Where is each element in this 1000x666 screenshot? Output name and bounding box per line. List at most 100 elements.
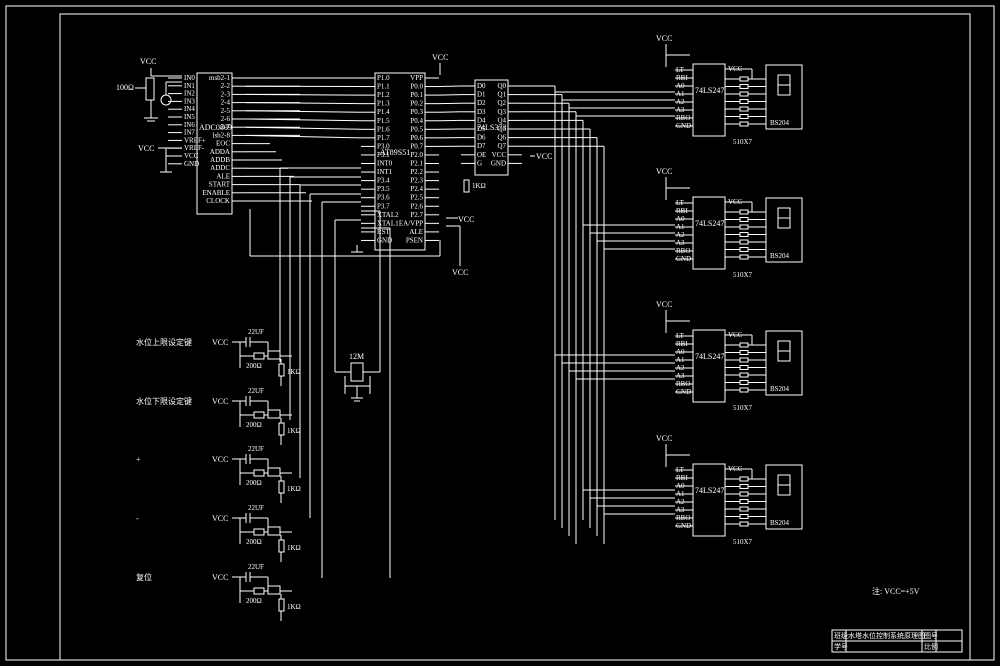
adc-pin-label: IN4 <box>184 105 195 113</box>
latch-pin-label: G <box>477 159 482 167</box>
adc-pin-label: IN2 <box>184 90 195 98</box>
mcu-pin-label: VPP <box>410 74 423 82</box>
latch-pin-label: Q1 <box>497 91 506 99</box>
seven-segment-display <box>765 464 803 530</box>
vcc-note: 注: VCC=+5V <box>872 586 920 596</box>
mcu-pin-label: P1.2 <box>377 91 390 99</box>
decoder-pin-label: A0 <box>676 482 685 490</box>
decoder-pin-label: A2 <box>676 498 685 506</box>
mcu-pin-label: P3.7 <box>377 202 390 210</box>
decoder-label: 74LS247 <box>695 352 724 361</box>
res-array-label: 510X7 <box>733 138 753 146</box>
push-button <box>267 526 281 536</box>
mcu-pin-label: P1.3 <box>377 100 390 108</box>
display-label: BS204 <box>770 252 790 260</box>
adc-pin-label: ADDC <box>210 164 230 172</box>
decoder-pin-label: A2 <box>676 98 685 106</box>
mcu-pin-label: INT0 <box>377 160 393 168</box>
mcu-pin-label: GND <box>377 236 392 244</box>
mcu-pin-label: PSEN <box>406 236 423 244</box>
button-label: 水位上限设定键 <box>136 337 192 347</box>
cap-label: 22UF <box>248 504 264 512</box>
mcu-pin-label: P2.1 <box>410 160 423 168</box>
potentiometer <box>145 77 155 101</box>
svg-text:比例: 比例 <box>924 642 938 651</box>
display-label: BS204 <box>770 519 790 527</box>
mcu-pin-label: P0.5 <box>410 125 423 133</box>
mcu-pin-label: P2.6 <box>410 202 423 210</box>
decoder-pin-label: A1 <box>676 490 685 498</box>
resistor-1k <box>278 539 285 553</box>
res-label: 1KΩ <box>287 544 301 552</box>
resistor-200 <box>253 411 265 419</box>
adc-pin-label: IN1 <box>184 82 195 90</box>
cap-label: 22UF <box>248 445 264 453</box>
decoder-pin-label: RBI <box>676 474 688 482</box>
mcu-pin-label: P0.6 <box>410 134 423 142</box>
res-label: 200Ω <box>246 597 262 605</box>
mcu-pin-label: P2.5 <box>410 194 423 202</box>
latch-pin-label: D1 <box>477 91 486 99</box>
mcu-pin-label: XTAL2 <box>377 211 399 219</box>
svg-text:班级: 班级 <box>834 631 848 640</box>
svg-text:图号: 图号 <box>924 632 938 640</box>
button-row: + VCC 22UF 200Ω 1KΩ <box>136 445 301 503</box>
cap-label: 22UF <box>248 563 264 571</box>
latch-chip-label: 74LS373 <box>477 123 506 132</box>
mcu-pin-label: P2.4 <box>410 185 423 193</box>
latch-pin-label: Q3 <box>497 108 506 116</box>
adc-pin-label: 2-7 <box>221 123 231 131</box>
mcu-pin-label: ALE <box>409 228 423 236</box>
mcu-pin-label: P0.4 <box>410 117 423 125</box>
mcu-pin-label: P2.2 <box>410 168 423 176</box>
mcu-pin-label: P3.6 <box>377 194 390 202</box>
latch-pin-label: Q5 <box>497 125 506 133</box>
mcu-pin-label: RST <box>377 228 391 236</box>
latch-pin-label: Q2 <box>497 99 506 107</box>
display-label: BS204 <box>770 119 790 127</box>
resistor-200 <box>253 587 265 595</box>
res-array-label: 510X7 <box>733 404 753 412</box>
svg-text:12M: 12M <box>349 352 364 361</box>
adc-pin-label: VREF- <box>184 144 205 152</box>
push-button <box>267 350 281 360</box>
push-button <box>267 409 281 419</box>
decoder-display-unit: VCC74LS247LTRBIA0A1A2A3RBOGNDVCCBS204510… <box>656 34 803 146</box>
push-button <box>267 467 281 477</box>
res-array-label: 510X7 <box>733 271 753 279</box>
latch-output-bus <box>522 85 675 544</box>
latch-pin-label: Q6 <box>497 134 506 142</box>
res-label: 200Ω <box>246 362 262 370</box>
decoder-pin-label: RBI <box>676 74 688 82</box>
mcu-pin-label: P3.4 <box>377 177 390 185</box>
res-label: 200Ω <box>246 421 262 429</box>
adc-pin-label: IN7 <box>184 129 195 137</box>
button-label: 水位下限设定键 <box>136 396 192 406</box>
mcu-pin-label: INT1 <box>377 168 393 176</box>
push-button <box>267 585 281 595</box>
latch-pin-label: D0 <box>477 82 486 90</box>
vcc-label: VCC <box>212 455 228 464</box>
adc-pin-label: ENABLE <box>202 189 230 197</box>
latch-pin-label: Q7 <box>497 142 506 150</box>
adc-pin-label: 2-2 <box>221 82 231 90</box>
cap-label: 22UF <box>248 387 264 395</box>
adc-pin-label: VCC <box>184 152 199 160</box>
decoder-label: 74LS247 <box>695 219 724 228</box>
res-label: 1KΩ <box>287 485 301 493</box>
data-bus <box>438 85 462 147</box>
adc-pin-label: GND <box>184 160 199 168</box>
decoder-label: 74LS247 <box>695 86 724 95</box>
res-label: 200Ω <box>246 479 262 487</box>
button-label: + <box>136 455 141 464</box>
vcc-label: VCC <box>656 167 672 176</box>
adc-pin-label: lsb2-8 <box>213 131 231 139</box>
mcu-pin-label: P0.7 <box>410 142 423 150</box>
res-label: 1KΩ <box>287 368 301 376</box>
mcu-pin-label: EA/VPP <box>399 219 423 227</box>
inner-frame <box>59 13 971 661</box>
button-label: 复位 <box>136 572 152 582</box>
decoder-pin-label: LT <box>676 66 685 74</box>
